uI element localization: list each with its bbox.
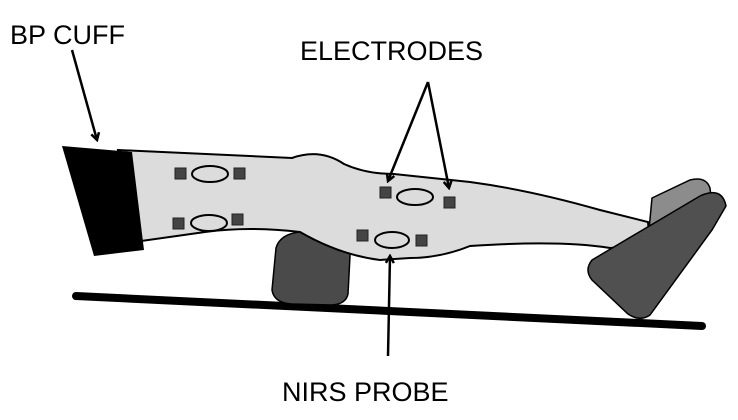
nirs-sensor-oval (190, 214, 228, 232)
nirs-probe-label: NIRS PROBE (282, 377, 449, 407)
electrode (443, 196, 456, 209)
nirs-sensor-oval (191, 165, 229, 183)
electrode (379, 186, 392, 199)
electrode (356, 229, 369, 242)
nirs-sensor-oval (396, 188, 434, 206)
electrode (415, 234, 428, 247)
support-block (271, 231, 351, 306)
electrodes-arrow-left (388, 81, 430, 181)
electrodes-label: ELECTRODES (300, 36, 483, 66)
electrodes-arrow-right (426, 81, 449, 188)
bp-cuff (62, 146, 144, 256)
nirs-probe-arrow (388, 256, 390, 357)
electrode (174, 167, 187, 180)
nirs-probe-oval (374, 231, 410, 249)
leg-outline (116, 148, 652, 262)
bp-cuff-label: BP CUFF (10, 20, 125, 50)
electrode (231, 213, 244, 226)
electrode (233, 167, 246, 180)
foot-support-front (587, 191, 727, 319)
bp-cuff-arrow (70, 49, 97, 140)
electrode (172, 217, 185, 230)
